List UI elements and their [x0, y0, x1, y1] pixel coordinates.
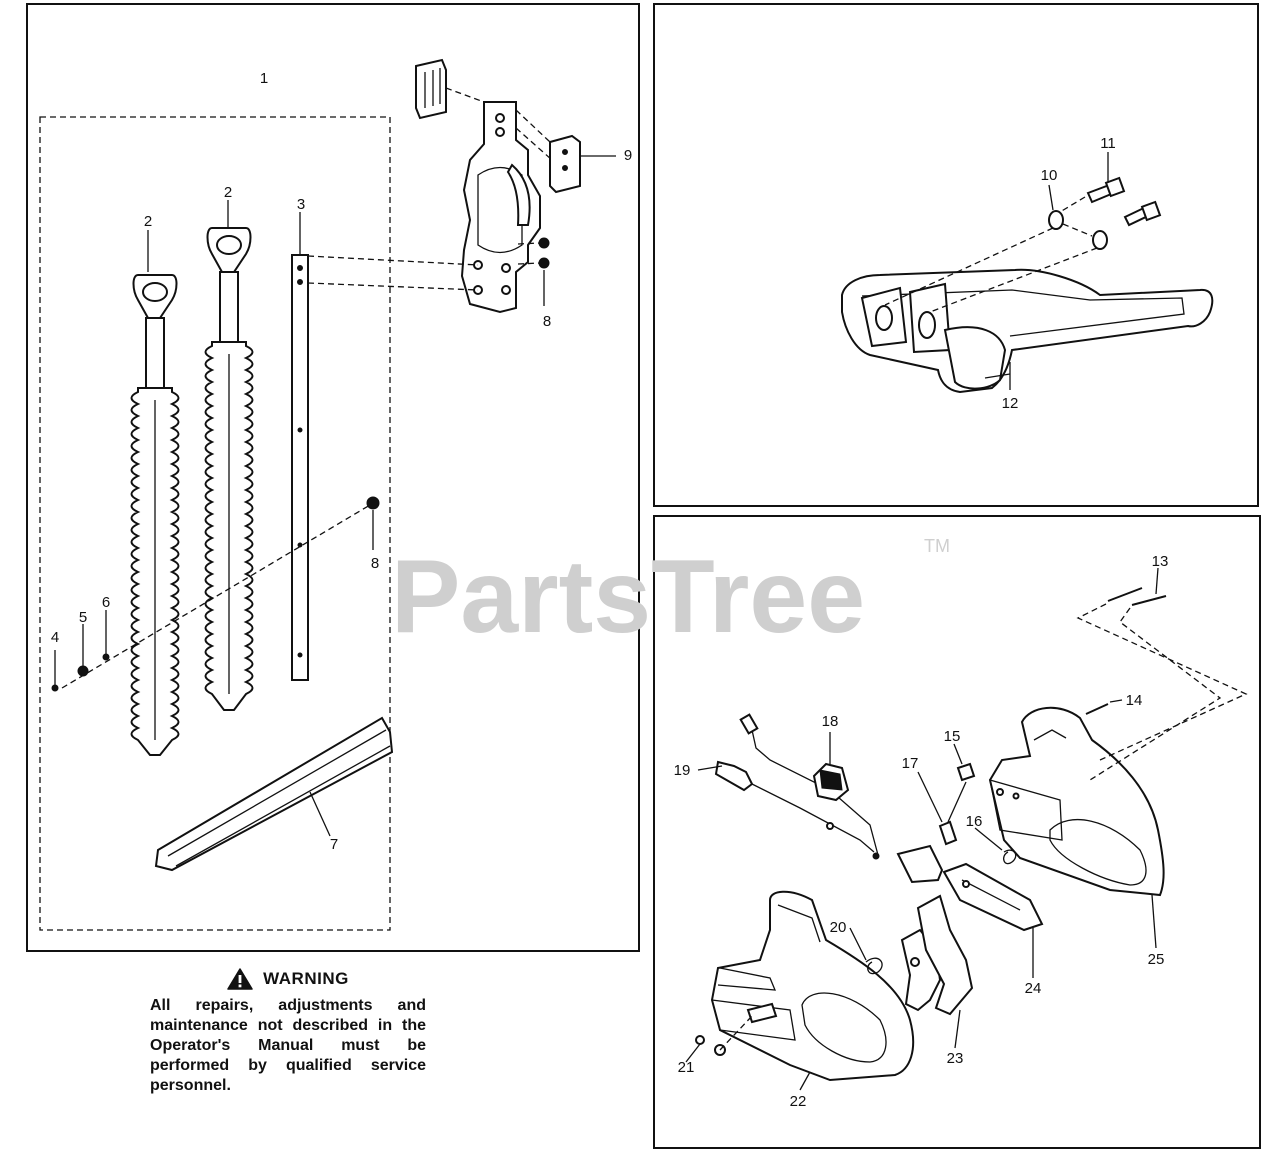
warning-text: All repairs, adjustments and maintenance…	[150, 997, 426, 1094]
trigger-23	[900, 894, 974, 1016]
leaders-handle	[1009, 152, 1109, 390]
callout-8-upper: 8	[543, 313, 551, 330]
throttle-cable	[714, 713, 880, 860]
callout-2-upper: 2	[144, 213, 152, 230]
nut-8-lower	[366, 496, 380, 510]
nut-8-upper	[538, 237, 550, 269]
watermark-tm: TM	[924, 536, 950, 556]
callouts-housing: 13 14 15 16 17 18 19 20 21 22 23 24 25	[674, 553, 1169, 1110]
callout-17: 17	[902, 755, 919, 772]
switch-18	[812, 762, 850, 802]
cutter-blade-lower	[204, 227, 254, 711]
trigger-24	[896, 844, 1044, 932]
bracket-9	[549, 134, 581, 194]
callout-24: 24	[1025, 980, 1042, 997]
handle-washers	[1048, 210, 1108, 250]
callout-18: 18	[822, 713, 839, 730]
leaders-housing	[685, 567, 1159, 1091]
callout-15: 15	[944, 728, 961, 745]
assembly-guides-handle	[884, 196, 1098, 313]
watermark-text: PartsTree	[391, 539, 865, 655]
callout-5: 5	[79, 609, 87, 626]
callout-22: 22	[790, 1093, 807, 1110]
callouts-handle: 10 11 12	[1002, 135, 1116, 412]
warning-triangle-icon	[227, 968, 253, 990]
warning-title: WARNING	[263, 969, 349, 988]
panel-housing	[653, 515, 1261, 1149]
blade-guard	[154, 716, 394, 872]
callouts-left: 1 2 2 3 4 5 6 7 8 8 9	[51, 70, 632, 853]
callout-8-lower: 8	[371, 555, 379, 572]
callout-7: 7	[330, 836, 338, 853]
kit-boundary	[39, 116, 391, 931]
callout-14: 14	[1126, 692, 1143, 709]
handle-assembly	[841, 268, 1214, 394]
warning-header: WARNING	[150, 968, 426, 990]
callout-3: 3	[297, 196, 305, 213]
callout-9: 9	[624, 147, 632, 164]
watermark: PartsTree TM	[391, 536, 950, 655]
small-parts	[695, 762, 1017, 1056]
callout-25: 25	[1148, 951, 1165, 968]
callout-12: 12	[1002, 395, 1019, 412]
fasteners-4-5-6	[51, 653, 110, 692]
callout-4: 4	[51, 629, 59, 646]
blade-bar	[291, 254, 309, 681]
warning-notice: WARNING All repairs, adjustments and mai…	[150, 968, 426, 1096]
cutter-blade-upper	[130, 274, 180, 756]
assembly-guides-left	[61, 87, 553, 689]
leaders-left	[54, 155, 616, 837]
housing-left-half	[710, 890, 915, 1082]
bolts-13-14	[1085, 587, 1167, 715]
callout-21: 21	[678, 1059, 695, 1076]
callout-19: 19	[674, 762, 691, 779]
callout-11: 11	[1100, 135, 1116, 152]
handle-bolts	[1086, 176, 1162, 227]
callout-13: 13	[1152, 553, 1169, 570]
housing-right-half	[988, 706, 1165, 897]
gear-plate	[460, 101, 541, 314]
callout-16: 16	[966, 813, 983, 830]
assembly-guides-housing	[719, 603, 1248, 1051]
callout-20: 20	[830, 919, 847, 936]
panel-handle	[653, 3, 1259, 507]
callout-1: 1	[260, 70, 268, 87]
bracket-top	[415, 58, 447, 120]
callout-2-lower: 2	[224, 184, 232, 201]
panel-blade-assembly	[26, 3, 640, 952]
callout-10: 10	[1041, 167, 1058, 184]
callout-6: 6	[102, 594, 110, 611]
callout-23: 23	[947, 1050, 964, 1067]
